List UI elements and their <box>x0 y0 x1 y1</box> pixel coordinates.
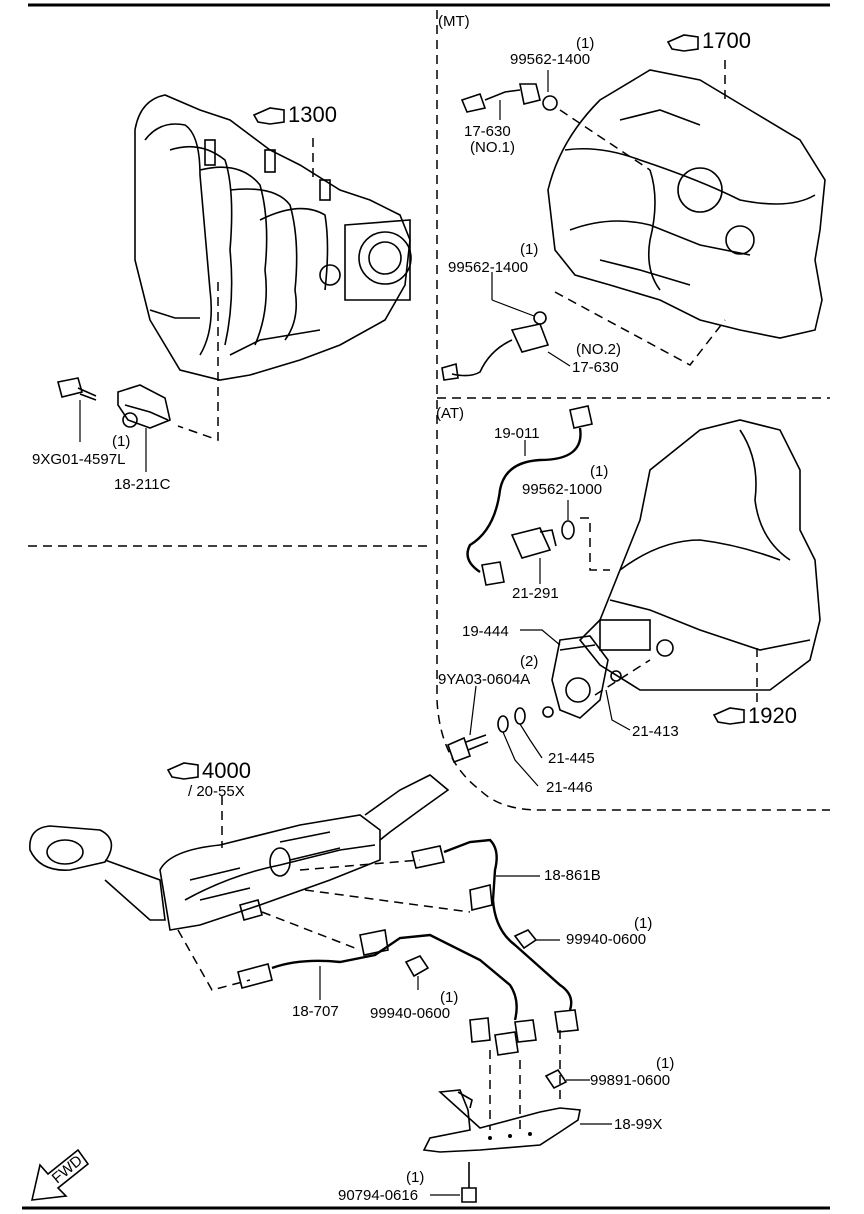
washer-21-445 <box>514 707 526 725</box>
ref-4000: 4000 <box>202 758 251 783</box>
section-mt-label: (MT) <box>438 13 470 30</box>
code-99562-top: 99562-1400 <box>510 51 590 68</box>
exhaust-leaders <box>177 859 471 991</box>
fwd-arrow-icon <box>30 1148 90 1201</box>
ref-1700: 1700 <box>702 28 751 53</box>
bolt-9ya03 <box>446 734 489 764</box>
code-19-011: 19-011 <box>494 425 540 442</box>
code-17-630-no1: 17-630 <box>464 123 511 140</box>
at-switch-leader <box>580 517 610 571</box>
note-17-630-no1: (NO.1) <box>470 139 515 156</box>
code-21-291: 21-291 <box>512 585 559 602</box>
code-9ya03: 9YA03-0604A <box>438 671 530 688</box>
nut-99940-b <box>404 955 430 978</box>
fwd-label: FWD <box>49 1152 86 1187</box>
mt-switch-no1-leader <box>559 109 651 171</box>
code-99562-1000: 99562-1000 <box>522 481 602 498</box>
code-90794: 90794-0616 <box>338 1187 418 1204</box>
nut-99940-a <box>513 929 538 950</box>
section-at-label: (AT) <box>436 405 464 422</box>
code-99562-mid: 99562-1400 <box>448 259 528 276</box>
code-18-707: 18-707 <box>292 1003 339 1020</box>
qty-99940-a: (1) <box>634 915 652 932</box>
mt-transmission <box>547 69 826 339</box>
code-21-446: 21-446 <box>546 779 593 796</box>
qty-99891: (1) <box>656 1055 674 1072</box>
qty-99562-1000: (1) <box>590 463 608 480</box>
note-17-630-no2: (NO.2) <box>576 341 621 358</box>
code-9xg01: 9XG01-4597L <box>32 451 125 468</box>
ref-hand-icon-1300 <box>252 107 285 125</box>
catalytic-converter <box>29 774 450 931</box>
qty-99562-mid: (1) <box>520 241 538 258</box>
switch-21-291 <box>510 520 575 559</box>
inhibitor-switch-19-444 <box>542 635 622 719</box>
ref-hand-icon-1920 <box>712 707 745 725</box>
qty-99562-top: (1) <box>576 35 594 52</box>
leader-21-445 <box>519 723 543 759</box>
bracket-leaders <box>489 1030 561 1130</box>
leader-19-444 <box>520 629 561 646</box>
ref-1300: 1300 <box>288 102 337 127</box>
ref-1920: 1920 <box>748 703 797 728</box>
at-transmission <box>578 419 821 691</box>
bolt-90794 <box>461 1162 477 1203</box>
leader-21-413 <box>605 689 631 731</box>
o2-sensor-18-707 <box>237 929 537 1056</box>
o2-sensor-18-861b <box>411 838 579 1033</box>
map-sensor-18-211c <box>117 384 171 429</box>
mt-switch-no1 <box>460 83 558 113</box>
code-17-630-no2: 17-630 <box>572 359 619 376</box>
mt-switch-no2-leader <box>554 291 726 366</box>
qty-99940-b: (1) <box>440 989 458 1006</box>
ref-hand-icon-1700 <box>666 34 699 52</box>
leader-17-630-no2 <box>547 351 571 367</box>
code-99940-a: 99940-0600 <box>566 931 646 948</box>
code-18-211c: 18-211C <box>114 476 171 493</box>
washer-21-446 <box>497 715 509 733</box>
ref-hand-icon-4000 <box>166 762 199 780</box>
code-21-445: 21-445 <box>548 750 595 767</box>
ref-4000-sub: / 20-55X <box>188 783 245 800</box>
intake-manifold <box>134 94 412 381</box>
qty-9ya03: (2) <box>520 653 538 670</box>
code-99940-b: 99940-0600 <box>370 1005 450 1022</box>
mt-switch-no2 <box>441 311 550 381</box>
qty-90794: (1) <box>406 1169 424 1186</box>
leader-9ya03 <box>469 685 477 736</box>
qty-9xg01: (1) <box>112 433 130 450</box>
leader-21-446 <box>502 731 539 787</box>
leader-99562-mid-b <box>491 299 535 317</box>
bracket-18-99x <box>422 1089 581 1153</box>
nut-99891 <box>544 1068 568 1090</box>
code-19-444: 19-444 <box>462 623 509 640</box>
harness-19-011 <box>466 405 593 586</box>
bolt-9xg01 <box>57 377 97 401</box>
inhibitor-leader <box>594 659 651 696</box>
map-sensor-leader <box>177 282 219 442</box>
code-21-413: 21-413 <box>632 723 679 740</box>
code-18-861b: 18-861B <box>544 867 601 884</box>
code-99891: 99891-0600 <box>590 1072 670 1089</box>
code-18-99x: 18-99X <box>614 1116 662 1133</box>
